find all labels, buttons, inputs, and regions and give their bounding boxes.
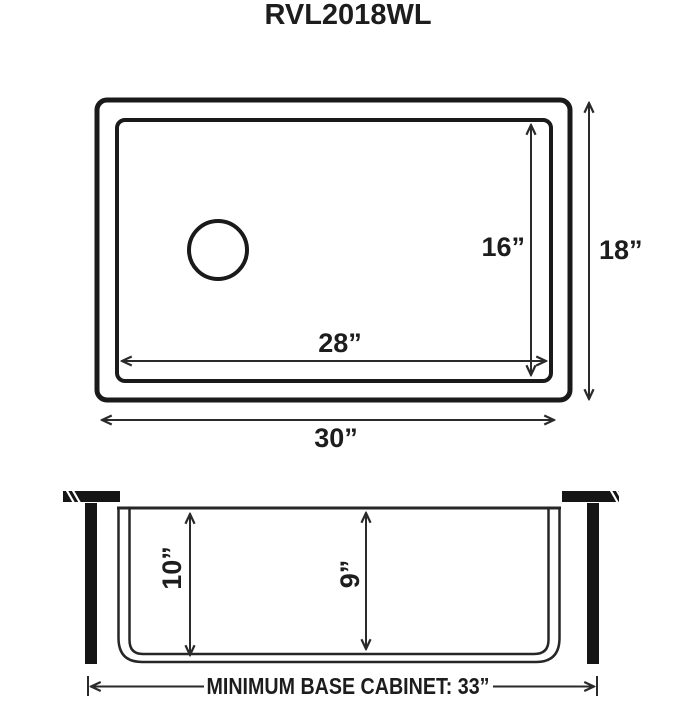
right-cabinet-wall xyxy=(587,503,599,664)
left-cabinet-wall xyxy=(85,503,97,664)
bowl-length-label: 28” xyxy=(318,328,362,358)
sink-bowl-rim xyxy=(115,118,553,383)
sink-inner-shell xyxy=(128,508,550,656)
base-cabinet-label: MINIMUM BASE CABINET: 33” xyxy=(207,673,490,699)
overall-length-label: 30” xyxy=(314,423,358,453)
overall-depth-label: 18” xyxy=(599,235,643,265)
right-countertop-bar xyxy=(562,491,619,502)
exterior-height-label: 10” xyxy=(157,546,187,590)
sink-outer-shell xyxy=(117,508,561,664)
left-countertop-bar xyxy=(63,491,120,502)
right-countertop-break-icon xyxy=(609,488,625,504)
top-view: 16” 28” 18” 30” xyxy=(94,97,643,453)
section-view: 10” 9” MINIMUM BASE CABINET: 33” xyxy=(63,488,625,699)
drain-hole-icon xyxy=(187,219,249,281)
left-countertop-break-icon xyxy=(65,488,81,504)
bowl-depth-label: 9” xyxy=(335,560,365,589)
bowl-width-label: 16” xyxy=(481,232,525,262)
model-number-title: RVL2018WL xyxy=(264,0,431,31)
